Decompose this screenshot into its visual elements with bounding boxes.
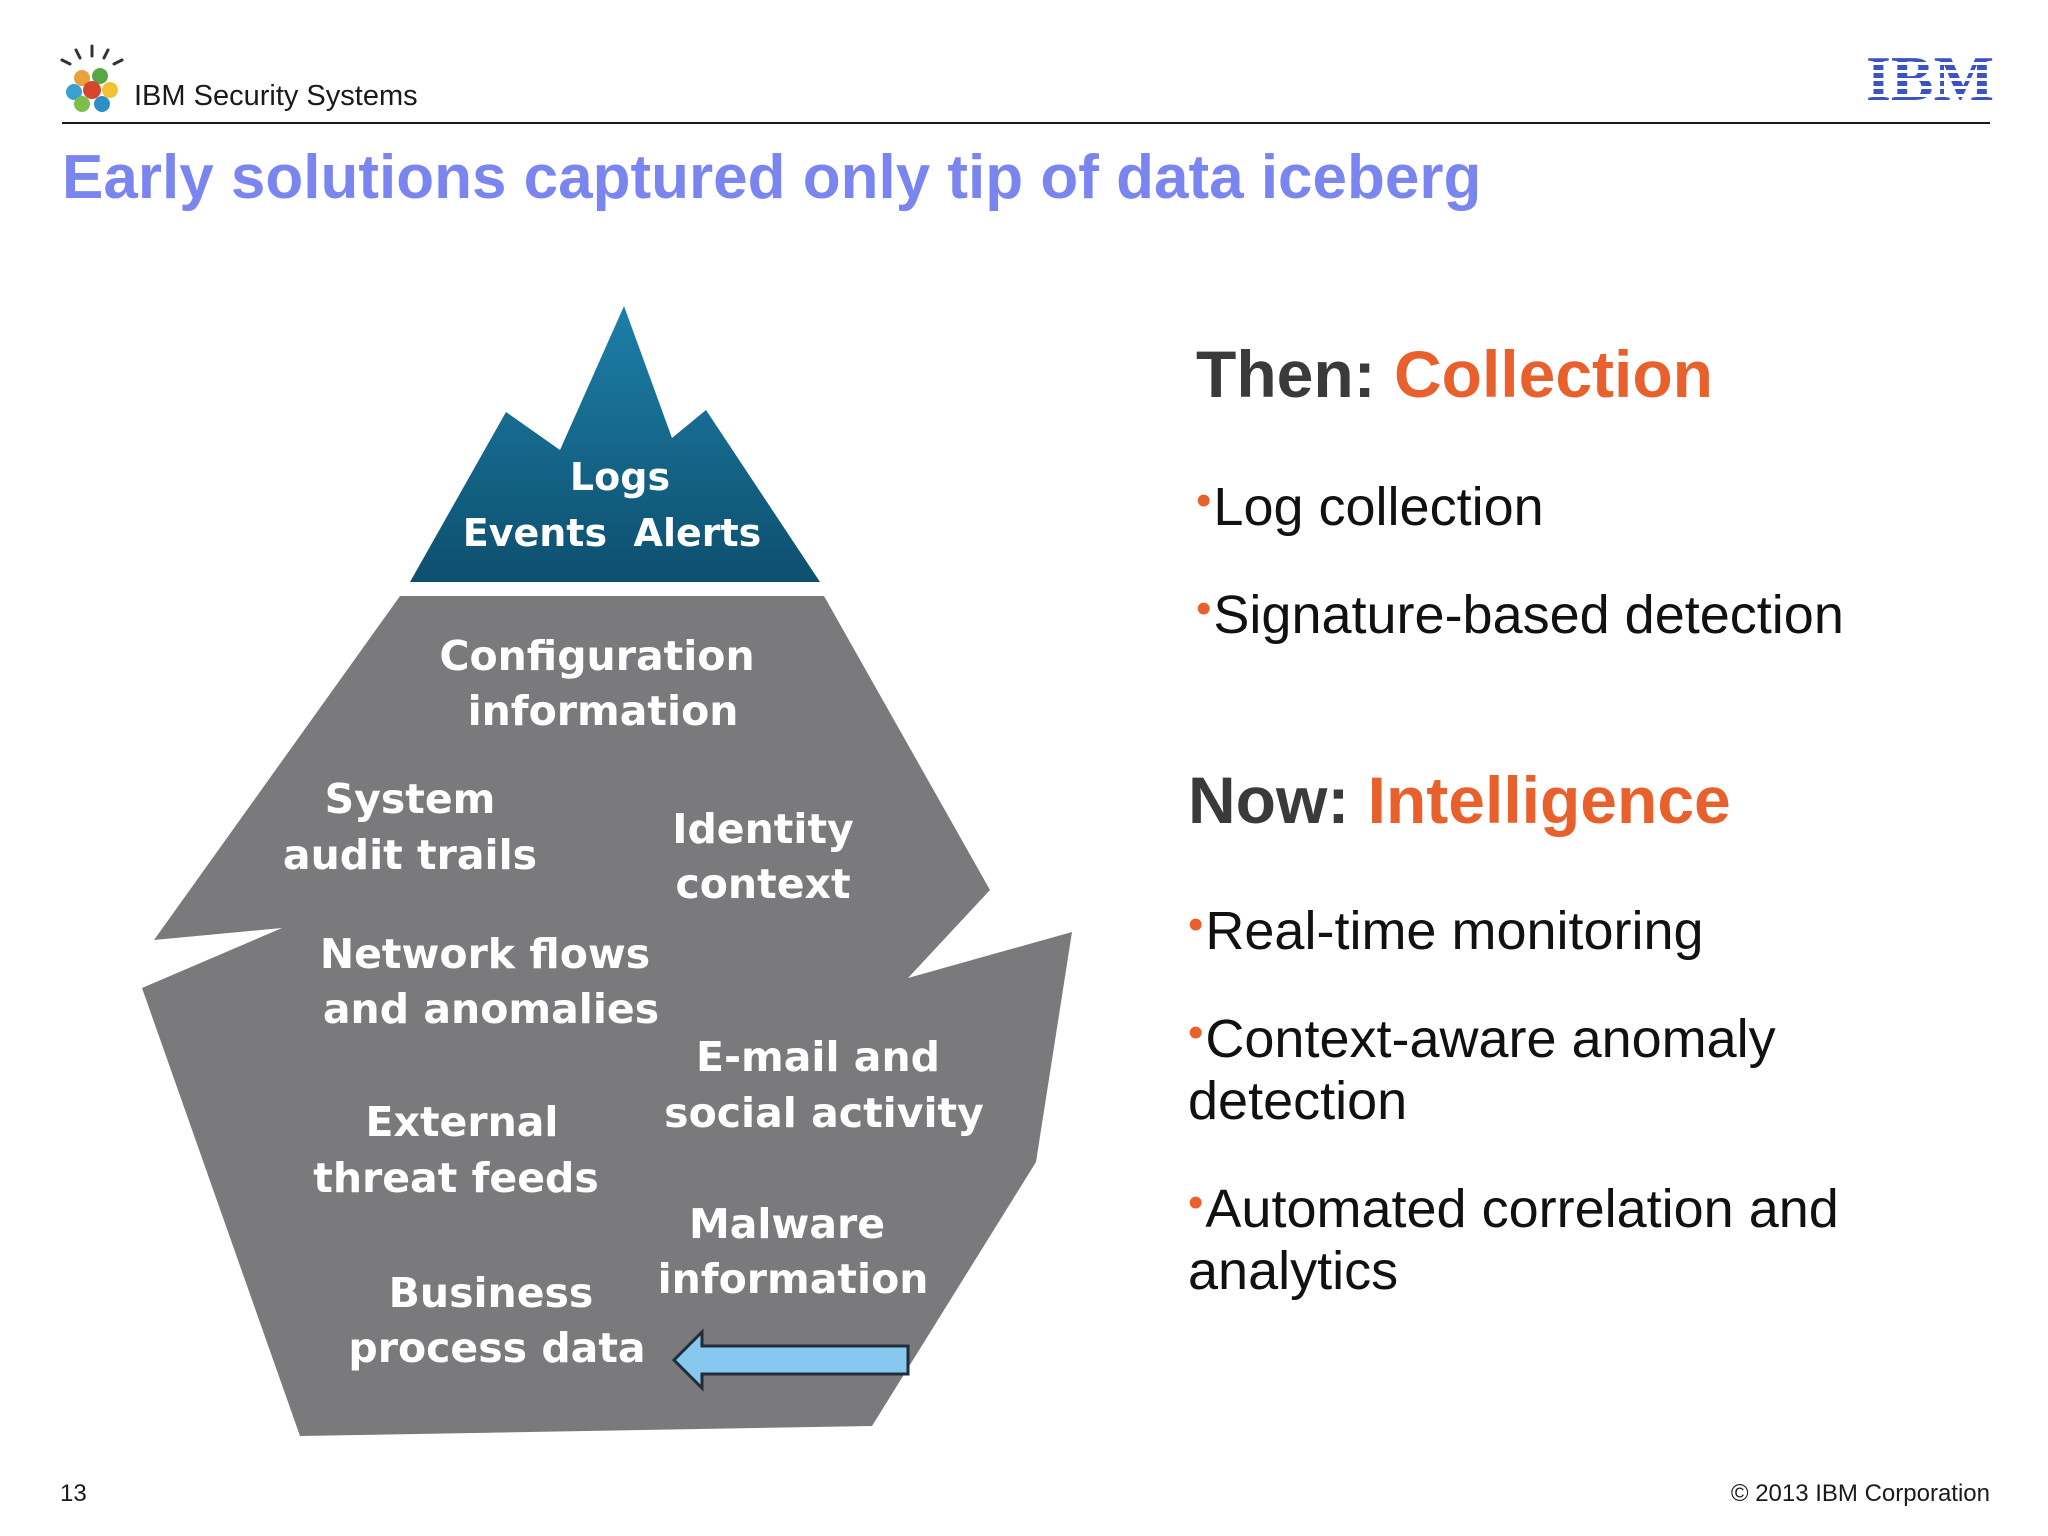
label-email-1: E-mail and (696, 1033, 940, 1081)
then-heading-accent: Collection (1393, 337, 1713, 411)
label-external-1: External (366, 1098, 559, 1146)
iceberg-body (142, 596, 1072, 1436)
now-bullet-1-text: Real-time monitoring (1205, 901, 1704, 961)
now-bullet-2: •Context-aware anomaly detection (1188, 1002, 1908, 1132)
bullet-dot: • (1196, 476, 1212, 525)
tip-label-events-alerts: Events Alerts (463, 511, 762, 555)
label-email-2: social activity (664, 1089, 984, 1137)
label-network-2: and anomalies (323, 985, 659, 1033)
then-bullet-1-text: Log collection (1213, 477, 1544, 537)
label-network-1: Network flows (320, 930, 650, 978)
now-heading-accent: Intelligence (1367, 763, 1731, 837)
label-malware-2: information (658, 1255, 929, 1303)
iceberg-diagram: Logs Events Alerts Configuration informa… (142, 306, 1072, 1436)
label-business-2: process data (348, 1324, 645, 1372)
iceberg-tip (410, 306, 820, 582)
now-bullet-3-text: Automated correlation and analytics (1188, 1179, 1839, 1301)
label-identity-1: Identity (672, 805, 854, 853)
page-number: 13 (60, 1480, 87, 1507)
label-configuration-1: Configuration (439, 632, 754, 680)
then-bullet-2: •Signature-based detection (1196, 578, 1976, 646)
bullet-dot: • (1188, 1178, 1204, 1227)
bullet-dot: • (1188, 900, 1204, 949)
slide-title: Early solutions captured only tip of dat… (62, 143, 1482, 212)
now-bullet-3: •Automated correlation and analytics (1188, 1172, 1928, 1302)
label-system-audit-2: audit trails (283, 831, 537, 879)
label-configuration-2: information (468, 687, 739, 735)
now-bullet-2-text: Context-aware anomaly detection (1188, 1009, 1776, 1131)
now-bullet-1: •Real-time monitoring (1188, 894, 1968, 962)
then-bullet-2-text: Signature-based detection (1213, 585, 1844, 645)
copyright-notice: © 2013 IBM Corporation (1730, 1480, 1990, 1507)
then-heading: Then: Collection (1196, 336, 1713, 412)
header-divider (62, 122, 1990, 124)
label-system-audit-1: System (325, 775, 496, 823)
ibm-logo-text: IBM (1866, 48, 1994, 104)
brand-name: IBM Security Systems (134, 80, 418, 112)
then-bullet-1: •Log collection (1196, 470, 1976, 538)
label-malware-1: Malware (689, 1200, 885, 1248)
bullet-dot: • (1188, 1008, 1204, 1057)
ibm-security-logo-icon (60, 44, 124, 112)
ibm-logo: IBM (1866, 48, 1994, 104)
tip-label-logs: Logs (570, 455, 670, 499)
label-identity-2: context (675, 860, 850, 908)
now-heading: Now: Intelligence (1188, 762, 1731, 838)
then-heading-prefix: Then: (1196, 337, 1394, 411)
now-heading-prefix: Now: (1188, 763, 1368, 837)
label-external-2: threat feeds (313, 1154, 599, 1202)
bullet-dot: • (1196, 584, 1212, 633)
label-business-1: Business (389, 1269, 594, 1317)
left-arrow-icon (671, 1328, 910, 1392)
